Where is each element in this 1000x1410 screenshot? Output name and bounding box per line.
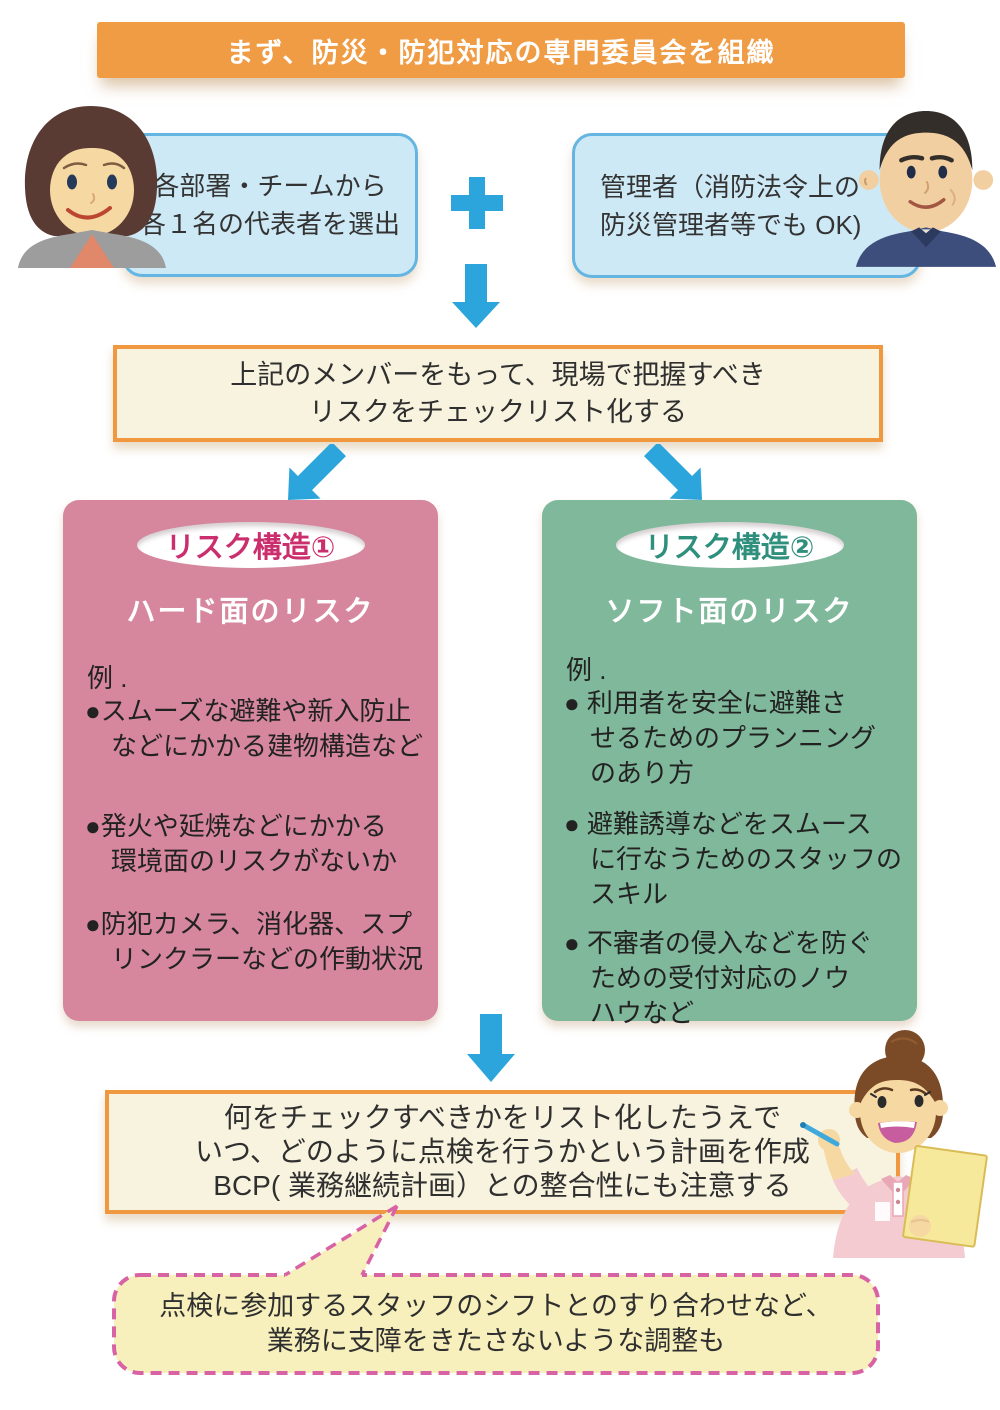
risk-soft-item: ● 利用者を安全に避難さ せるためのプランニング のあり方: [564, 688, 877, 788]
member-box-text: 各部署・チームから 各１名の代表者を選出: [139, 171, 400, 239]
risk-hard-item: ●スムーズな避難や新入防止 などにかかる建物構造など: [85, 696, 424, 761]
risk-soft-title: ソフト面のリスク: [605, 596, 854, 628]
checklist-box: 上記のメンバーをもって、現場で把握すべき リスクをチェックリスト化する: [113, 345, 883, 442]
man-illustration: [855, 110, 997, 267]
risk-hard-badge: リスク構造①: [136, 522, 365, 568]
diagonal-arrow-left-icon: [288, 444, 346, 500]
note-bubble-border: [112, 1273, 880, 1375]
note-bubble: 点検に参加するスタッフのシフトとのすり合わせなど、 業務に支障をきたさないような…: [112, 1273, 880, 1375]
risk-soft-box: リスク構造② ソフト面のリスク 例 . ● 利用者を安全に避難さ せるためのプラ…: [542, 500, 917, 1028]
plan-box: 何をチェックすべきかをリスト化したうえで いつ、どのように点検を行うかという計画…: [105, 1090, 900, 1214]
risk-soft-item: ● 避難誘導などをスムース に行なうためのスタッフの スキル: [564, 809, 903, 909]
risk-soft-badge-label: リスク構造②: [644, 532, 815, 564]
risk-hard-item: ●発火や延焼などにかかる 環境面のリスクがないか: [85, 811, 398, 876]
checklist-box-text: 上記のメンバーをもって、現場で把握すべき リスクをチェックリスト化する: [230, 359, 766, 427]
member-box: 各部署・チームから 各１名の代表者を選出: [122, 133, 418, 277]
manager-box-text: 管理者（消防法令上の 防災管理者等でも OK): [600, 171, 862, 240]
risk-hard-item: ●防犯カメラ、消化器、スプ リンクラーなどの作動状況: [85, 909, 424, 974]
bubble-tail: [284, 1204, 399, 1280]
plan-box-text: 何をチェックすべきかをリスト化したうえで いつ、どのように点検を行うかという計画…: [195, 1102, 810, 1201]
woman-illustration: [18, 106, 166, 268]
risk-hard-title: ハード面のリスク: [126, 596, 375, 628]
risk-soft-example-label: 例 .: [566, 655, 607, 685]
header-bar: まず、防災・防犯対応の専門委員会を組織: [97, 22, 905, 78]
risk-soft-badge: リスク構造②: [615, 522, 844, 568]
risk-hard-badge-label: リスク構造①: [165, 532, 336, 564]
down-arrow-icon: [452, 264, 500, 328]
note-bubble-text: 点検に参加するスタッフのシフトとのすり合わせなど、 業務に支障をきたさないような…: [159, 1291, 833, 1356]
risk-hard-example-label: 例 .: [87, 663, 128, 693]
diagonal-arrow-right-icon: [644, 444, 702, 500]
plus-icon: [451, 177, 503, 229]
risk-hard-box: リスク構造① ハード面のリスク 例 . ●スムーズな避難や新入防止 などにかかる…: [63, 500, 438, 1021]
header-title: まず、防災・防犯対応の専門委員会を組織: [226, 37, 776, 68]
down-arrow-icon: [467, 1014, 515, 1082]
nurse-illustration: [800, 1030, 988, 1258]
risk-soft-item: ● 不審者の侵入などを防ぐ ための受付対応のノウ ハウなど: [564, 928, 873, 1028]
